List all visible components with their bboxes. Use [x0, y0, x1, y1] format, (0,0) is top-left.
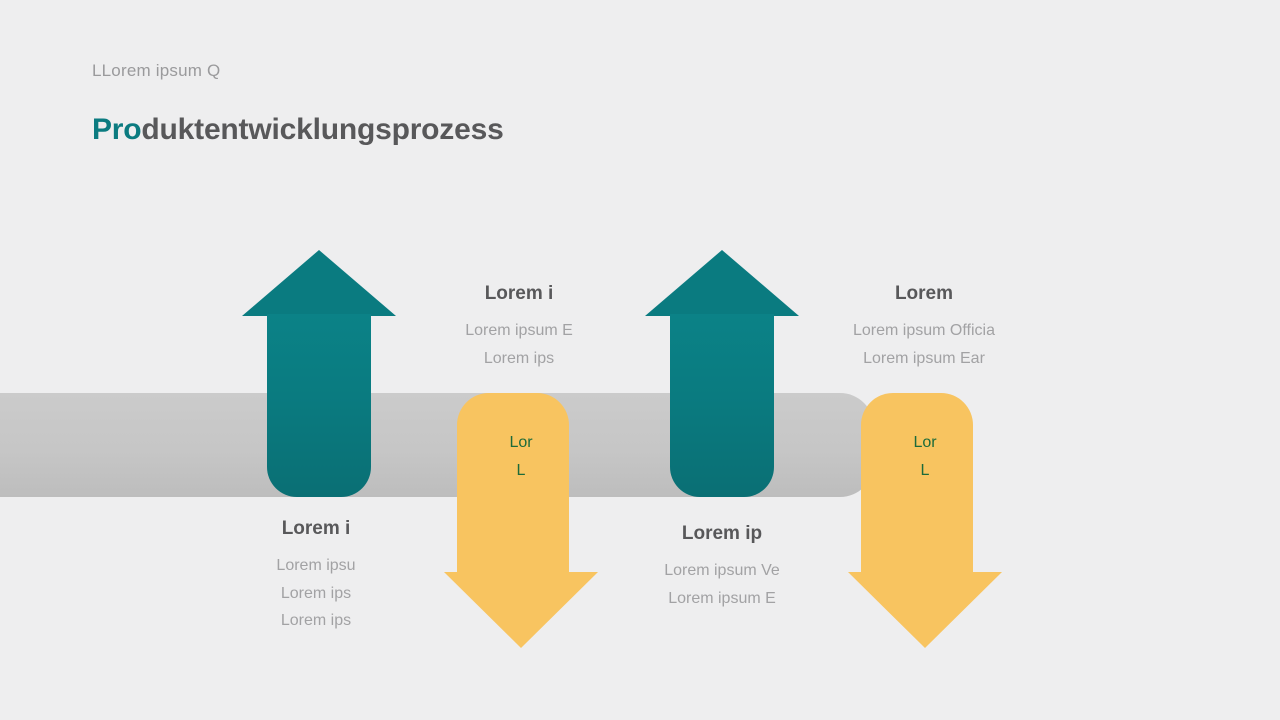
arrow-shaft: [457, 393, 569, 574]
step-2-body-line-1: Lorem ipsum E: [465, 322, 573, 339]
step-3-text-block: Lorem ip Lorem ipsum Ve Lorem ipsum E: [592, 523, 852, 612]
arrow-head-down-icon: [444, 572, 598, 648]
step-3-heading: Lorem ip: [681, 523, 763, 544]
step-2-heading: Lorem i: [484, 283, 554, 304]
step-1-heading: Lorem i: [281, 518, 351, 539]
step-2-text-block: Lorem i Lorem ipsum E Lorem ips: [389, 283, 649, 372]
step-3-body-line-2: Lorem ipsum E: [668, 589, 776, 607]
step-3-arrow-up[interactable]: [645, 250, 799, 497]
step-2-body-line-2: Lorem ips: [483, 349, 555, 367]
arrow-shaft: [861, 393, 973, 574]
arrow-head-down-icon: [848, 572, 1002, 648]
step-4-body-line-1: Lorem ipsum Officia: [853, 322, 995, 339]
arrow-head-up-icon: [242, 250, 396, 316]
page-title-rest: duktentwicklungsprozess: [141, 113, 504, 146]
page-title-accent: Pro: [92, 113, 142, 146]
page-title: Produktentwicklungsprozess: [92, 113, 504, 147]
step-1-text-block: Lorem i Lorem ipsu Lorem ips Lorem ips: [186, 518, 446, 635]
step-1-body-line-2: Lorem ips: [280, 584, 352, 602]
step-1-body-line-1: Lorem ipsu: [276, 557, 356, 574]
step-1-arrow-up[interactable]: [242, 250, 396, 497]
step-1-body-line-3: Lorem ips: [280, 612, 352, 630]
step-2-arrow-down[interactable]: Lor L: [444, 393, 598, 648]
step-4-arrow-down[interactable]: Lor L: [848, 393, 1002, 648]
arrow-shaft: [267, 314, 371, 497]
step-4-body-line-2: Lorem ipsum Ear: [863, 349, 985, 367]
step-4-heading: Lorem: [894, 283, 954, 304]
step-4-text-block: Lorem Lorem ipsum Officia Lorem ipsum Ea…: [794, 283, 1054, 372]
arrow-shaft: [670, 314, 774, 497]
step-3-body-line-1: Lorem ipsum Ve: [664, 562, 780, 579]
slide-eyebrow: LLorem ipsum Q: [92, 61, 221, 80]
arrow-head-up-icon: [645, 250, 799, 316]
